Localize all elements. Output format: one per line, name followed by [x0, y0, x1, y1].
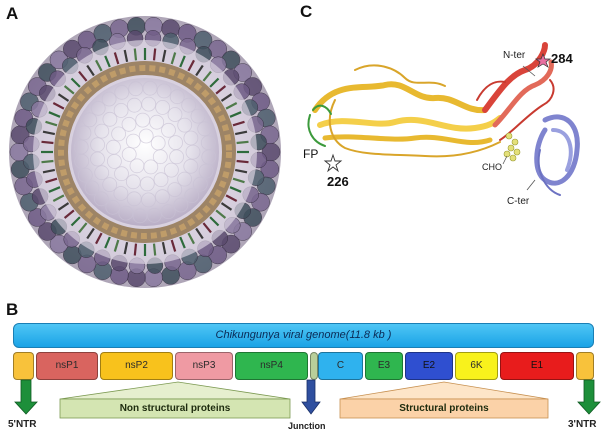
c-ter-label: C-ter — [507, 196, 530, 207]
junction-label: Junction — [288, 421, 326, 431]
panel-label-c: C — [300, 2, 313, 21]
6k-segment: 6K — [455, 352, 498, 380]
panel-label-a: A — [6, 4, 19, 23]
five-ntr-label: 5'NTR — [8, 419, 37, 430]
cho-label: CHO — [482, 162, 502, 172]
fp-star-marker — [323, 153, 343, 173]
virus-particle-illustration — [9, 16, 281, 288]
e3-segment: E3 — [365, 352, 403, 380]
structural-label: Structural proteins — [399, 403, 489, 414]
panel-label-b: B — [6, 300, 19, 319]
n-ter-label: N-ter — [503, 50, 526, 61]
nsp4-segment: nsP4 — [235, 352, 308, 380]
glycan-cluster — [503, 132, 521, 162]
five-ntr-arrow — [14, 379, 38, 415]
e2-segment: E2 — [405, 352, 453, 380]
nonstructural-bracket — [59, 381, 291, 400]
nsp1-segment: nsP1 — [36, 352, 98, 380]
c-segment: C — [318, 352, 363, 380]
residue-226-label: 226 — [327, 174, 349, 189]
domain-i-ribbon — [476, 42, 555, 141]
residue-284-star-marker — [534, 53, 552, 68]
five-ntr-segment — [13, 352, 34, 380]
structural-bracket — [339, 381, 549, 400]
three-ntr-label: 3'NTR — [568, 419, 597, 430]
nonstructural-label: Non structural proteins — [119, 403, 231, 414]
nsp2-segment: nsP2 — [100, 352, 173, 380]
fp-label: FP — [303, 147, 318, 161]
three-ntr-segment — [576, 352, 594, 380]
genome-arrows — [14, 379, 601, 419]
capsid-core — [73, 80, 217, 224]
e1-protein-structure: FP 226 N-ter 284 CHO C-ter — [303, 42, 580, 207]
e1-segment: E1 — [500, 352, 574, 380]
junction-segment — [310, 352, 318, 380]
domain-iii-ribbon — [534, 114, 580, 196]
junction-arrow — [301, 379, 321, 415]
membrane-spike-ring — [41, 48, 249, 256]
domain-ii-ribbon — [307, 64, 503, 158]
nsp3-segment: nsP3 — [175, 352, 233, 380]
three-ntr-arrow — [577, 379, 601, 415]
genome-title-bar: Chikungunya viral genome(11.8 kb ) — [13, 323, 594, 348]
residue-284-label: 284 — [551, 51, 573, 66]
